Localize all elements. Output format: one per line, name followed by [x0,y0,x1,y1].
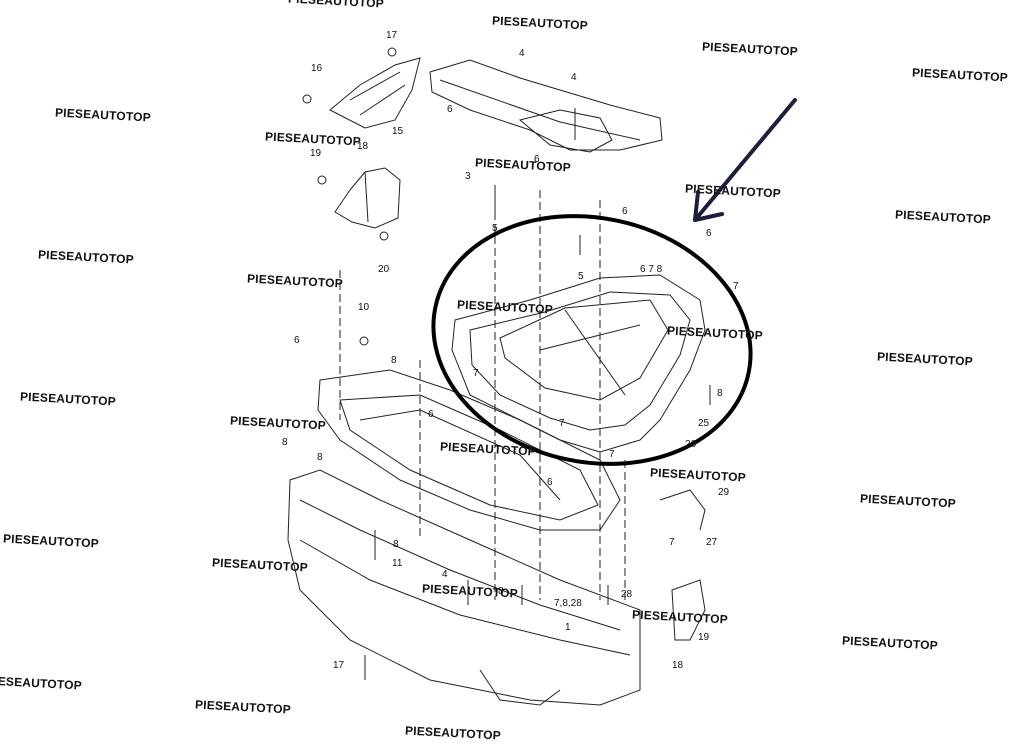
part-label: 7 [669,537,675,548]
part-label: 7 [609,449,615,460]
part-label: 5 [492,223,498,234]
part-label: 8 [391,355,397,366]
part-label: 10 [358,302,370,313]
part-label: 20 [378,264,390,275]
part-label: 1 [565,622,571,633]
part-label: 19 [310,148,322,159]
arrow-icon [693,98,797,222]
part-label: 28 [621,589,633,600]
part-label: 5 [578,271,584,282]
part-label: 18 [672,660,684,671]
part-label: 8 [282,437,288,448]
part-label: 6 [294,335,300,346]
part-label: 19 [698,632,710,643]
part-label: 6 [547,477,553,488]
drawing-lines [287,47,711,706]
part-label: 18 [357,141,369,152]
part-label: 7 [473,368,479,379]
part-label: 7 [733,281,739,292]
highlight-ellipse [431,214,753,466]
part-label: 27 [706,537,718,548]
part-label: 4 [571,72,577,83]
part-label: 11 [392,558,403,569]
part-label: 6 [534,154,540,165]
part-label: 6 7 8 [640,264,663,275]
part-label: 4 [442,569,448,580]
part-label: 8 [317,452,323,463]
part-label: 7,8,28 [554,598,582,609]
part-label: 6 [706,228,712,239]
part-label: 7 [559,418,565,429]
part-label: 4 [519,48,525,59]
part-label: 17 [333,660,345,671]
part-label: 16 [311,63,323,74]
part-label: 8 [393,539,399,550]
part-label: 6 [447,104,453,115]
part-label: 8 [717,388,723,399]
part-label: 3 [465,171,471,182]
part-label: 8 [498,586,504,597]
part-label: 29 [718,487,730,498]
part-label: 6 [622,206,628,217]
part-label: 6 [428,409,434,420]
part-label: 25 [698,418,710,429]
part-label: 15 [392,126,404,137]
part-label: 17 [386,30,398,41]
part-label: 26 [685,439,697,450]
